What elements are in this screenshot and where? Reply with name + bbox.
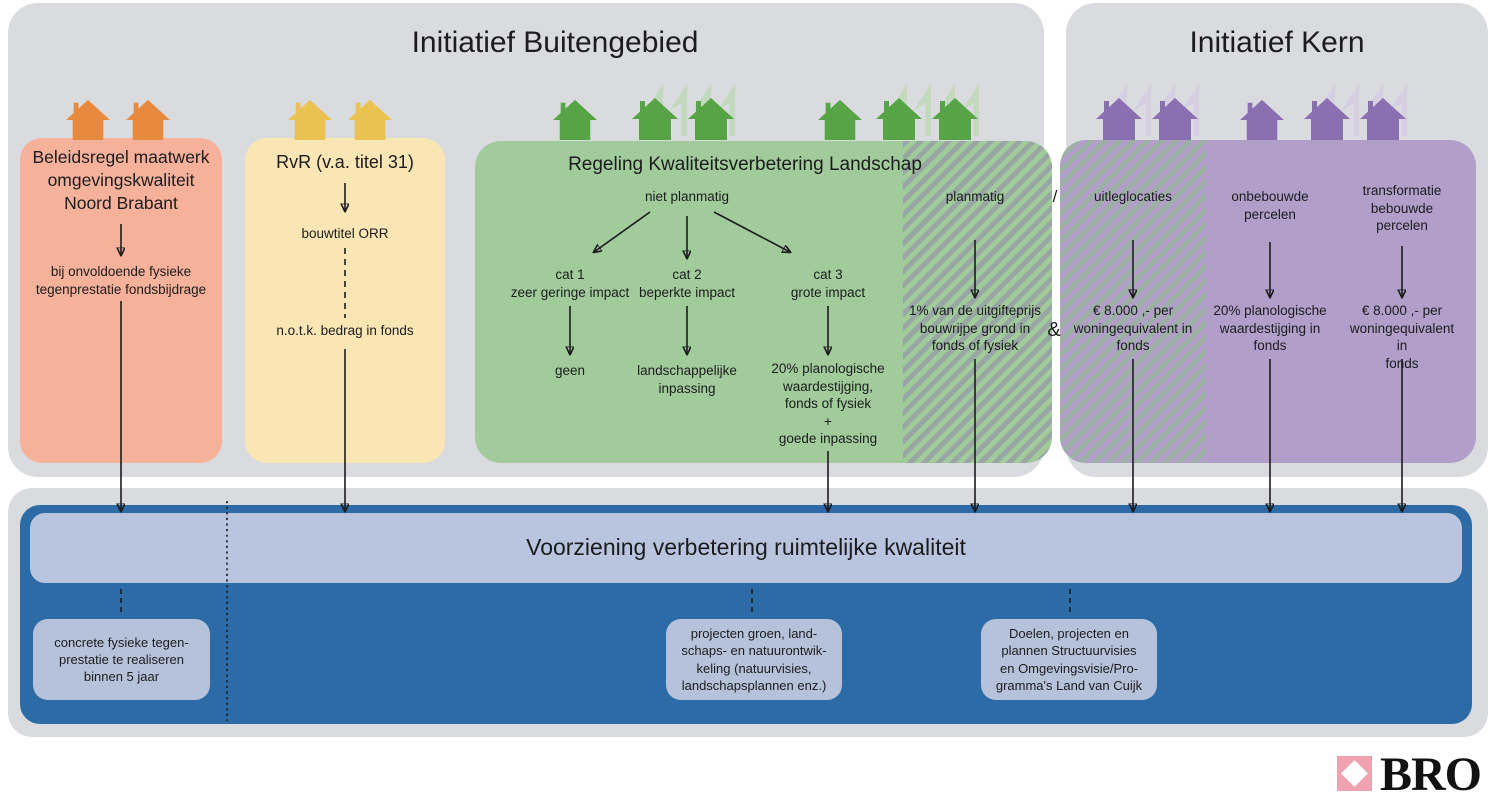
transformatie-label: transformatie bebouwde percelen [1362, 183, 1442, 234]
voorziening-band-title: Voorziening verbetering ruimtelijke kwal… [526, 534, 966, 560]
voorziening-card-1-text: concrete fysieke tegen- prestatie te rea… [54, 634, 189, 685]
cat2-label: cat 2 beperkte impact [638, 267, 736, 300]
planmatig-result: 1% van de uitgifteprijs bouwrijpe grond … [908, 303, 1042, 354]
regeling-title: Regeling Kwaliteitsverbetering Landschap [568, 154, 922, 175]
cat1-label: cat 1 zeer geringe impact [510, 267, 630, 300]
voorziening-card-3-text: Doelen, projecten en plannen Structuurvi… [995, 626, 1143, 693]
onbebouwd-result: 20% planologische waardestijging in fond… [1213, 303, 1327, 354]
voorziening-band [30, 513, 1462, 583]
box-kern-purple [1060, 140, 1476, 463]
header-buitengebied: Initiatief Buitengebied [411, 26, 699, 59]
onbebouwd-label: onbebouwde percelen [1231, 189, 1309, 222]
transformatie-result: € 8.000 ,- per woningequivalent in fonds [1349, 303, 1455, 371]
cat3-label: cat 3 grote impact [790, 267, 866, 300]
house-icon [553, 98, 597, 140]
uitleglocaties-result: € 8.000 ,- per woningequivalent in fonds [1073, 303, 1193, 354]
beleidsregel-title: Beleidsregel maatwerk omgevingskwaliteit… [32, 147, 210, 214]
house-cluster-icon [1096, 76, 1208, 140]
rvr-title: RvR (v.a. titel 31) [276, 152, 414, 172]
house-icon [288, 98, 332, 140]
rvr-step2: n.o.t.k. bedrag in fonds [276, 323, 414, 338]
cat2-result: landschappelijke inpassing [637, 363, 737, 396]
bro-logo-text: BRO [1380, 748, 1482, 801]
house-icon [818, 98, 862, 140]
rvr-step1: bouwtitel ORR [301, 226, 389, 241]
house-cluster-icon [876, 76, 988, 140]
house-icon [126, 98, 170, 140]
hatch-planmatig [903, 141, 1052, 463]
house-icon [66, 98, 110, 140]
ampersand-separator: & [1047, 319, 1061, 341]
header-kern: Initiatief Kern [1189, 26, 1365, 59]
uitleglocaties-label: uitleglocaties [1093, 189, 1173, 204]
voorziening-card-3: Doelen, projecten en plannen Structuurvi… [981, 619, 1157, 700]
cat3-result: 20% planologische waardestijging, fonds … [771, 361, 885, 447]
planmatig-label: planmatig [945, 189, 1005, 204]
house-icon [348, 98, 392, 140]
voorziening-card-2: projecten groen, land- schaps- en natuur… [666, 619, 842, 700]
voorziening-card-2-text: projecten groen, land- schaps- en natuur… [681, 626, 827, 693]
house-icon [1240, 98, 1284, 140]
house-cluster-icon [632, 76, 744, 140]
box-rvr [245, 138, 445, 463]
niet-planmatig-label: niet planmatig [644, 189, 730, 204]
box-regeling [475, 141, 1052, 463]
house-cluster-icon [1304, 76, 1416, 140]
cat1-result: geen [554, 363, 586, 378]
slash-separator: / [1052, 187, 1058, 206]
beleidsregel-note: bij onvoldoende fysieke tegenprestatie f… [35, 264, 207, 297]
voorziening-card-1: concrete fysieke tegen- prestatie te rea… [33, 619, 210, 700]
